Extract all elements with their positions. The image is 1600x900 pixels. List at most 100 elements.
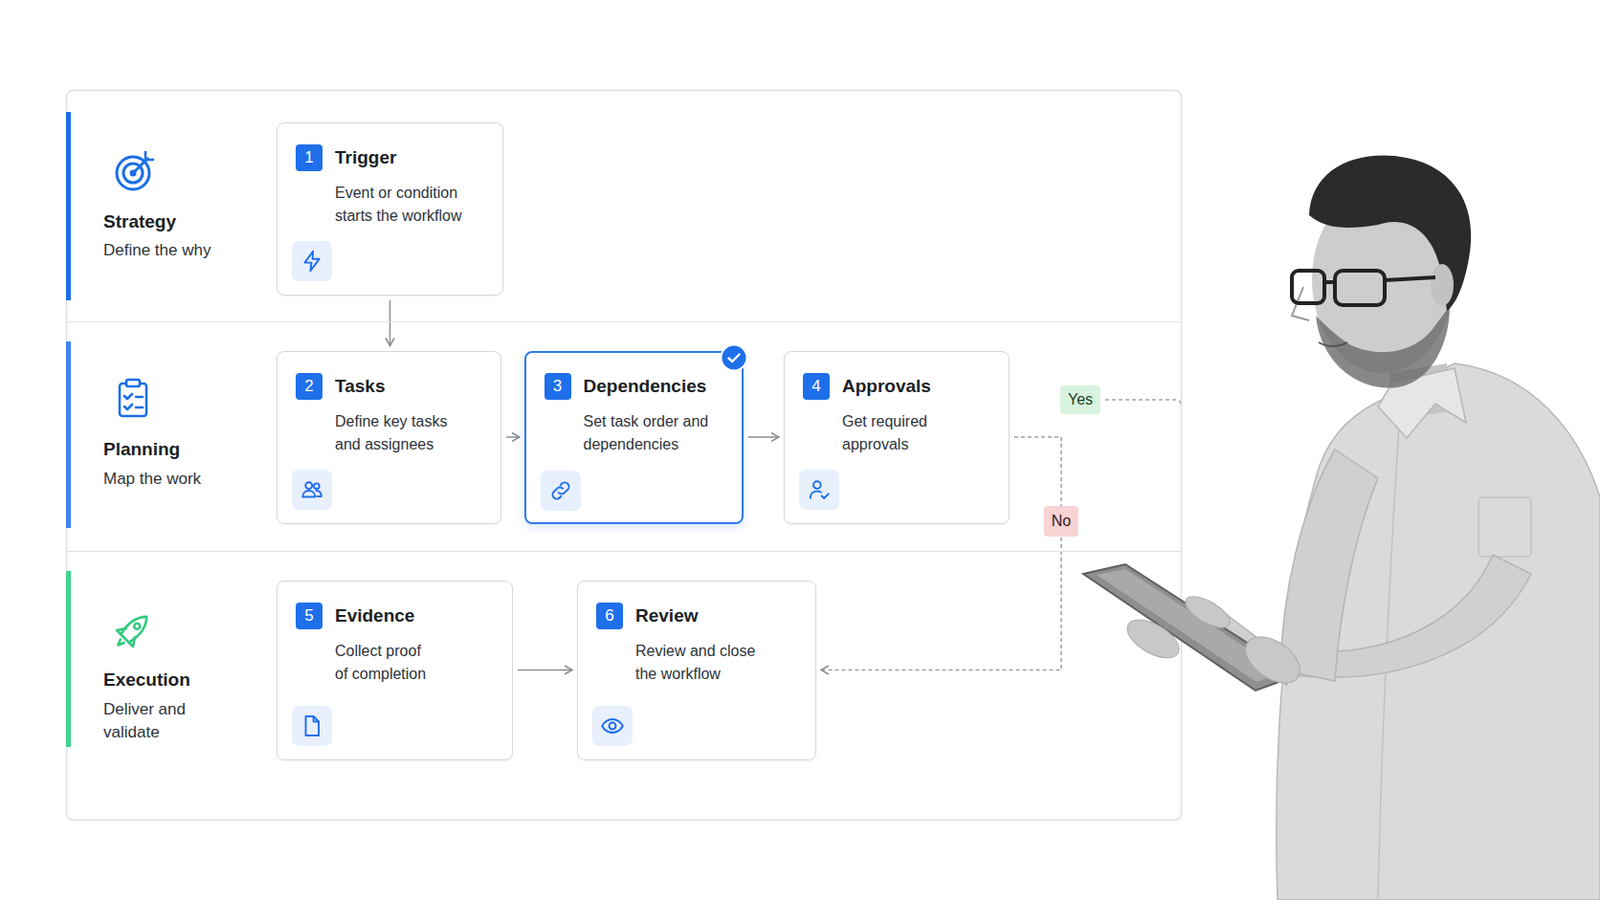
- step-title: Evidence: [334, 602, 415, 630]
- step-title: Dependencies: [583, 373, 708, 400]
- person-illustration-part: [1430, 264, 1454, 307]
- person-illustration-part: [1180, 590, 1235, 634]
- icon-tile-part-part: [609, 722, 617, 730]
- target-icon-part: [116, 156, 150, 190]
- step-number: 3: [544, 373, 572, 400]
- connector: [517, 669, 573, 672]
- person-illustration-part: [1478, 497, 1532, 557]
- step-number: 1: [295, 144, 323, 172]
- step-header: 3 Dependencies: [544, 373, 728, 400]
- clipboard-icon-part: [124, 404, 133, 410]
- step-box: 2TasksDefine key tasks and assignees: [276, 351, 502, 525]
- person-illustration-part: [1318, 342, 1348, 347]
- step-title: Review: [635, 602, 698, 630]
- person-illustration: [1083, 155, 1600, 900]
- icon-tile: [291, 469, 333, 511]
- step-description: Event or condition starts the workflow: [334, 181, 479, 228]
- person-illustration-part: [1309, 155, 1471, 312]
- step-box: 6 ReviewReview and close the workflow: [577, 580, 817, 761]
- icon-tile-part: [806, 477, 832, 503]
- swimlane: ExecutionDeliver and validate 5EvidenceCo…: [66, 551, 1181, 821]
- step-header: 2 Tasks: [295, 373, 486, 400]
- icon-tile-part-part: [302, 490, 315, 498]
- target-icon-part: [145, 151, 155, 160]
- clipboard-icon: [119, 379, 147, 417]
- icon-tile: [540, 470, 581, 512]
- step-header: 5Evidence: [295, 602, 497, 630]
- rocket-icon-part: [116, 624, 128, 636]
- lane-subtitle: Deliver and validate: [103, 698, 223, 745]
- rocket-icon-part: [133, 622, 141, 631]
- step-box: 5EvidenceCollect proof of completion: [276, 580, 513, 761]
- icon-tile: [799, 469, 840, 511]
- swimlane: StrategyDefine the why1TriggerEvent or c…: [66, 89, 1181, 322]
- connector: [389, 300, 392, 347]
- icon-tile-part: [299, 248, 325, 274]
- icon-tile-part-part: [813, 481, 822, 489]
- selected-check: [719, 343, 749, 373]
- icon-tile-part: [299, 713, 325, 739]
- icon-tile-part-part: [313, 483, 320, 489]
- step-box: 4 ApprovalsGet required approvals: [783, 351, 1010, 525]
- icon-tile: [291, 706, 333, 747]
- clipboard-icon-part: [135, 396, 143, 400]
- lane-accent-bars-part: [66, 111, 71, 301]
- person-illustration-part: [1291, 270, 1325, 304]
- step-number: 6: [596, 602, 623, 630]
- panel-frame: [66, 90, 1182, 822]
- panel-frame-part: [66, 90, 1182, 822]
- connector: [748, 436, 779, 439]
- rocket-icon-part: [115, 638, 125, 647]
- step-header: 4 Approvals: [802, 373, 994, 400]
- icon-tile: [291, 241, 333, 282]
- branch-label: Yes: [1060, 385, 1101, 415]
- icon-tile-part-part: [304, 251, 319, 272]
- step-title: Tasks: [334, 373, 385, 400]
- person-illustration-part: [1237, 627, 1309, 693]
- selected-check-part-part: [729, 354, 740, 362]
- yes-branch-line-part: [1105, 400, 1181, 406]
- icon-tile-part-part: [313, 716, 319, 722]
- icon-tile-part-part: [822, 493, 829, 499]
- person-illustration-part: [1334, 270, 1385, 306]
- yes-branch-line: [1105, 400, 1181, 406]
- step-header: 1 Trigger: [295, 144, 488, 172]
- icon-tile-part-part: [601, 718, 623, 733]
- person-illustration-part: [1121, 612, 1186, 667]
- person-illustration-part: [1280, 449, 1378, 682]
- icon-tile-part-part: [810, 490, 822, 498]
- step-description: Review and close the workflow: [635, 640, 768, 687]
- selected-check-part-part: [721, 344, 748, 371]
- icon-tile-part: [600, 713, 625, 739]
- step-header: 6 Review: [596, 602, 800, 630]
- selected-check-part: [719, 343, 749, 373]
- step-box: 3 DependenciesSet task order and dependen…: [524, 351, 744, 525]
- step-description: Get required approvals: [842, 410, 977, 457]
- icon-tile-part-part: [315, 490, 321, 497]
- icon-tile-part-part: [306, 716, 320, 736]
- person-illustration-part: [1276, 363, 1600, 900]
- clipboard-icon-part: [126, 379, 140, 387]
- icon-tile-part: [299, 477, 325, 503]
- step-number: 4: [802, 373, 830, 400]
- icon-tile-part: [548, 478, 574, 504]
- clipboard-icon-part: [124, 394, 133, 400]
- clipboard-icon-part: [119, 383, 147, 417]
- step-number: 2: [295, 373, 323, 400]
- icon-tile-part-part: [305, 482, 312, 489]
- lane-title: Strategy: [103, 211, 177, 233]
- clipboard-icon-part: [135, 406, 143, 410]
- person-illustration-part: [1324, 277, 1436, 283]
- icon-tile-part-part: [552, 487, 563, 499]
- icon-tile: [592, 706, 633, 747]
- step-title: Approvals: [842, 373, 932, 400]
- lane-title: Execution: [103, 669, 191, 691]
- step-title: Trigger: [334, 144, 397, 172]
- swimlane: PlanningMap the work2TasksDefine key tas…: [66, 321, 1181, 552]
- step-description: Set task order and dependencies: [583, 410, 718, 457]
- connector: [821, 437, 1062, 671]
